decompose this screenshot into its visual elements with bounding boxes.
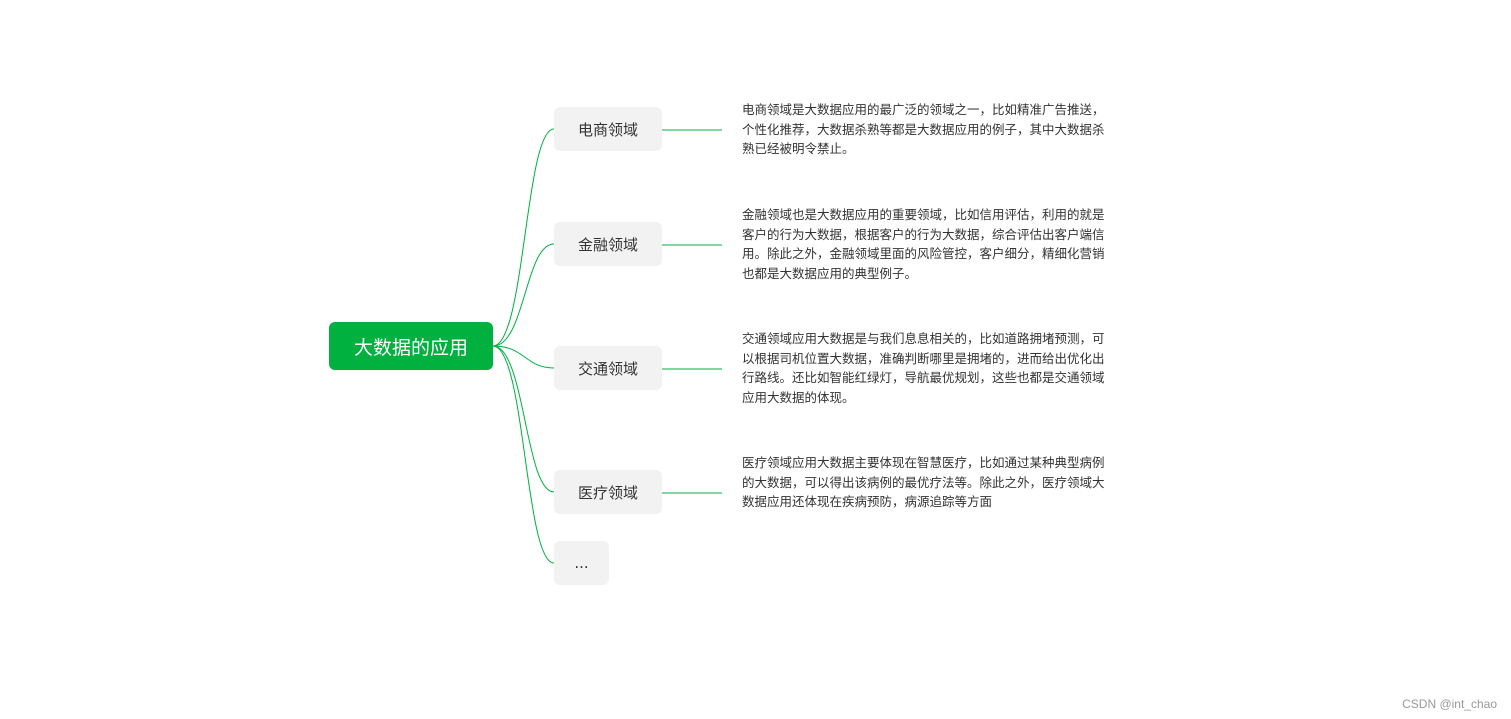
description-finance: 金融领域也是大数据应用的重要领域，比如信用评估，利用的就是客户的行为大数据，根据… (742, 207, 1105, 281)
connector-root-transport (492, 345, 555, 369)
connector-root-finance (492, 243, 555, 347)
branch-node-ecommerce[interactable]: 电商领域 (554, 107, 662, 151)
connector-root-more (492, 345, 555, 564)
connector-root-ecommerce (492, 128, 555, 347)
branch-node-transport[interactable]: 交通领域 (554, 346, 662, 390)
description-medical: 医疗领域应用大数据主要体现在智慧医疗，比如通过某种典型病例的大数据，可以得出该病… (742, 455, 1105, 509)
watermark: CSDN @int_chao (1402, 697, 1497, 711)
branch-node-finance[interactable]: 金融领域 (554, 222, 662, 266)
connector-root-medical (492, 345, 555, 493)
description-transport: 交通领域应用大数据是与我们息息相关的，比如道路拥堵预测，可以根据司机位置大数据，… (742, 331, 1105, 405)
root-node[interactable]: 大数据的应用 (329, 322, 493, 370)
branch-node-more[interactable]: ... (554, 541, 609, 585)
description-ecommerce: 电商领域是大数据应用的最广泛的领域之一，比如精准广告推送，个性化推荐，大数据杀熟… (742, 102, 1105, 156)
branch-node-medical[interactable]: 医疗领域 (554, 470, 662, 514)
